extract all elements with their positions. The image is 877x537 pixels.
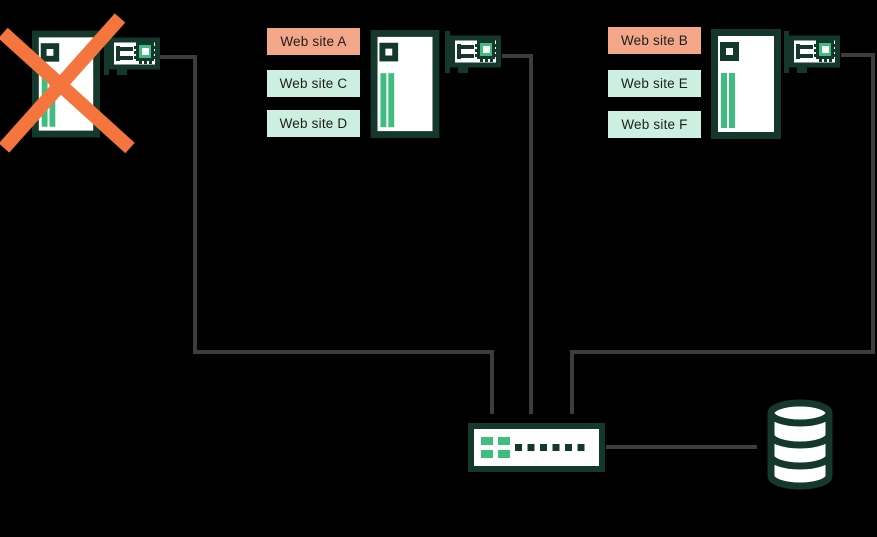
failure-cross-icon xyxy=(0,13,135,154)
website-label: Web site B xyxy=(608,27,701,54)
server-icon xyxy=(370,30,440,138)
network-card-icon xyxy=(784,31,840,73)
website-label: Web site A xyxy=(267,28,360,55)
network-switch-icon xyxy=(468,423,605,472)
website-label: Web site D xyxy=(267,110,360,137)
network-card-icon xyxy=(104,33,160,75)
server-icon xyxy=(711,29,781,139)
network-card-icon xyxy=(445,31,501,73)
connector-server1-switch xyxy=(160,55,494,414)
database-icon xyxy=(767,399,833,490)
connector-server2-switch xyxy=(502,54,533,414)
website-label: Web site E xyxy=(608,70,701,97)
website-label: Web site F xyxy=(608,111,701,138)
website-label: Web site C xyxy=(267,70,360,97)
connector-server3-switch xyxy=(570,53,875,414)
